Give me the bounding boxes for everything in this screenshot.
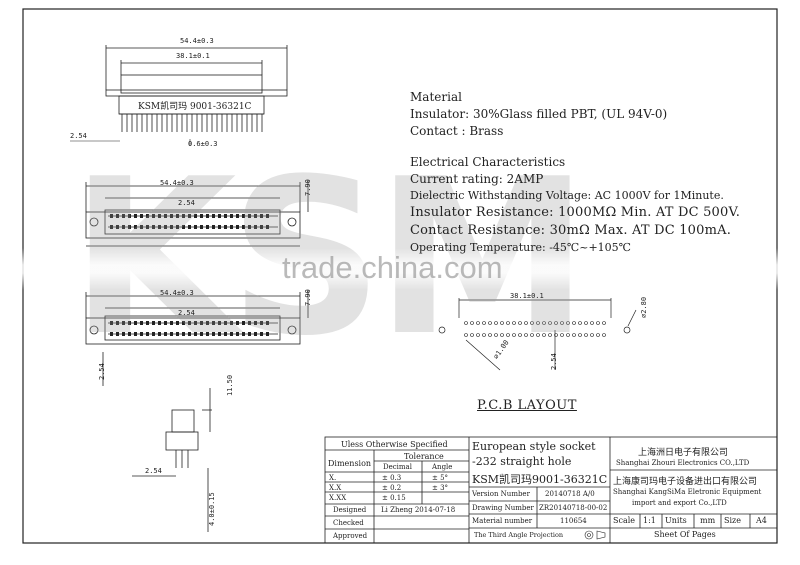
pcb-dim-2-80: ⌀2.80 (640, 296, 648, 318)
dim-38-1-top: 38.1±0.1 (176, 52, 210, 60)
version-value: 20140718 A/0 (545, 490, 595, 498)
side-view-pins (121, 114, 263, 132)
material-heading: Material (410, 90, 462, 104)
size-value: A4 (756, 516, 767, 525)
current-rating: Current rating: 2AMP (410, 172, 544, 186)
tol-header: Uless Otherwise Specified (341, 440, 448, 449)
dim-7-90-front2: 7.90 (304, 289, 312, 306)
designed-label: Designed (333, 506, 367, 514)
tolerance-label: Tolerance (404, 452, 444, 461)
dim-2-54-front2: 2.54 (178, 309, 195, 317)
dielectric-voltage: Dielectric Withstanding Voltage: AC 1000… (410, 189, 724, 202)
decimal-label: Decimal (383, 463, 412, 471)
checked-label: Checked (333, 519, 364, 527)
version-label: Version Number (472, 490, 530, 498)
contact-material: Contact : Brass (410, 124, 504, 138)
front-view-1 (85, 180, 309, 247)
size-label: Size (724, 516, 741, 525)
insulation-resistance: Insulator Resistance: 1000MΩ Min. AT DC … (410, 205, 741, 220)
side-profile (102, 352, 212, 532)
operating-temperature: Operating Temperature: -45℃~+105℃ (410, 241, 631, 254)
dim-2-54-front1: 2.54 (178, 199, 195, 207)
part-label: KSM凯司玛 9001-36321C (138, 102, 252, 112)
drawing-label: Drawing Number (472, 504, 534, 512)
sheet-label: Sheet Of Pages (654, 530, 716, 539)
material-label: Material number (472, 517, 533, 525)
tol-row-ang: ± 3° (432, 484, 449, 492)
product-title-3: KSM凯司玛9001-36321C (472, 473, 608, 486)
pcb-holes (464, 321, 606, 337)
company2-cn: 上海康司玛电子设备进出口有限公司 (613, 477, 758, 487)
front-view-1-contacts (110, 214, 269, 229)
tol-row-ang: ± 5° (432, 474, 449, 482)
dim-54-4-front2: 54.4±0.3 (160, 289, 194, 297)
dim-54-4-top: 54.4±0.3 (180, 37, 214, 45)
watermark-band (0, 248, 800, 290)
trade-china-watermark: trade.china.com (282, 250, 503, 285)
side-view (105, 45, 288, 115)
dim-2-54-profile: 2.54 (145, 467, 162, 475)
dimension-label: Dimension (328, 459, 372, 468)
title-block-grid (324, 436, 778, 544)
dim-0-6: 0.6±0.3 (188, 140, 218, 148)
company2-en-2: import and export Co.,LTD (632, 499, 727, 507)
dim-4-0: 4.0±0.15 (208, 492, 216, 526)
dim-54-4-front1: 54.4±0.3 (160, 179, 194, 187)
dim-7-90-front1: 7.90 (304, 179, 312, 196)
scale-value: 1:1 (643, 516, 656, 525)
designer-value: Li Zheng 2014-07-18 (381, 506, 456, 514)
side-view-dim-lines (70, 139, 191, 146)
dim-2-54-side: 2.54 (70, 132, 87, 140)
front-view-2-contacts (110, 321, 269, 336)
pcb-layout (438, 298, 637, 371)
third-angle-projection-icon (584, 530, 606, 540)
company2-en-1: Shanghai KangSiMa Eletronic Equipment (613, 488, 762, 496)
pcb-dim-2-54: 2.54 (550, 353, 558, 370)
electrical-heading: Electrical Characteristics (410, 155, 566, 169)
approved-label: Approved (333, 532, 368, 540)
tol-row-dim: X.XX (329, 494, 347, 502)
company1-cn: 上海洲日电子有限公司 (638, 448, 729, 458)
tol-row-dec: ± 0.3 (382, 474, 402, 482)
dim-2-54-vertical: 2.54 (98, 363, 106, 380)
angle-label: Angle (432, 463, 453, 471)
tol-row-dec: ± 0.2 (382, 484, 402, 492)
units-value: mm (700, 516, 716, 525)
product-title-2: -232 straight hole (472, 455, 572, 468)
contact-resistance: Contact Resistance: 30mΩ Max. AT DC 100m… (410, 223, 732, 238)
units-label: Units (665, 516, 687, 525)
material-value: 110654 (560, 517, 587, 525)
dim-11-50: 11.50 (226, 374, 234, 396)
tol-row-dim: X.X (329, 484, 342, 492)
insulator-material: Insulator: 30%Glass filled PBT, (UL 94V-… (410, 107, 668, 121)
company1-en: Shanghai Zhouri Electronics CO.,LTD (616, 459, 750, 467)
tol-row-dec: ± 0.15 (382, 494, 406, 502)
pcb-layout-title: P.C.B LAYOUT (477, 398, 577, 413)
projection-label: The Third Angle Projection (474, 531, 564, 539)
drawing-value: ZR20140718-00-02 (539, 504, 608, 512)
tol-row-dim: X. (329, 474, 337, 482)
pcb-dim-38-1: 38.1±0.1 (510, 292, 544, 300)
product-title-1: European style socket (472, 440, 596, 453)
scale-label: Scale (613, 516, 636, 525)
